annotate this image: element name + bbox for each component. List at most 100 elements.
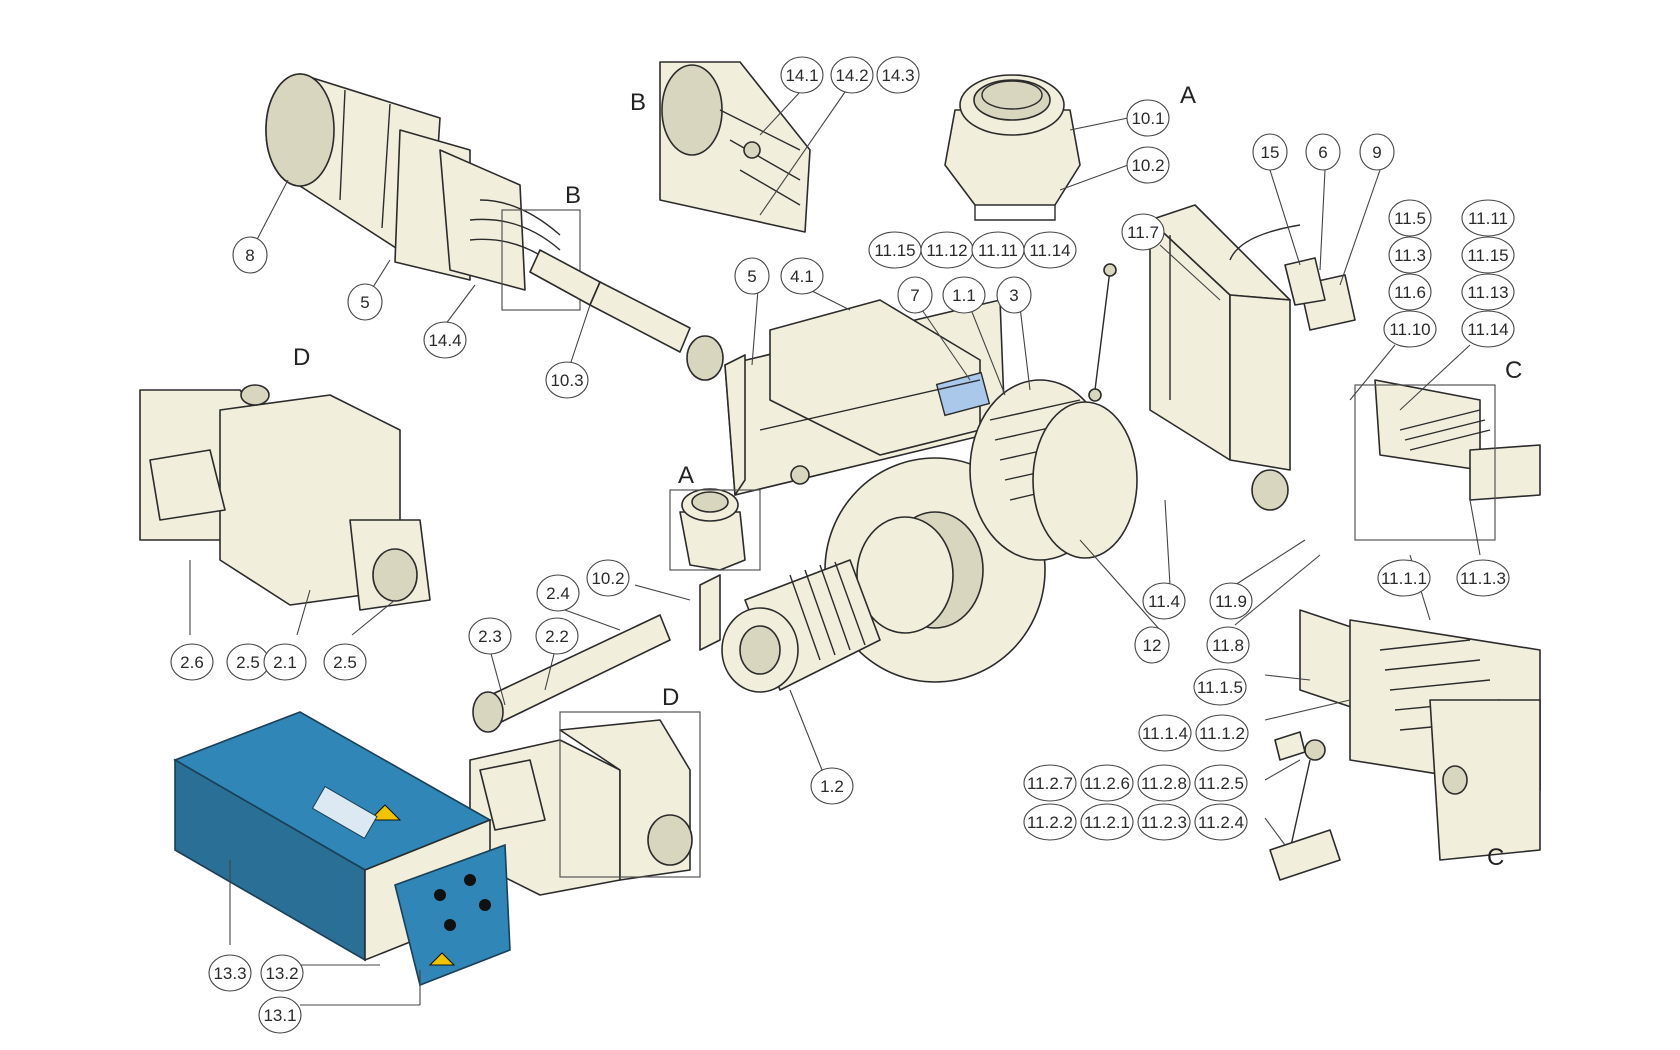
gas-pipe (472, 574, 721, 733)
callout-bubble (1023, 764, 1077, 802)
callout-bubble (208, 954, 252, 992)
callout-14-2: 14.2 (830, 56, 874, 94)
callout-label: 7 (910, 286, 919, 305)
callout-label: 10.2 (1131, 156, 1164, 175)
detail-box-b (501, 209, 581, 311)
callout-label: 1.1 (952, 286, 976, 305)
callout-label: 13.1 (263, 1006, 296, 1025)
callout-bubble (1121, 213, 1165, 251)
callout-11-6: 11.6 (1388, 273, 1432, 311)
callout-11-2-1: 11.2.1 (1080, 803, 1134, 841)
callout-label: 11.2.5 (1198, 774, 1244, 793)
view-letter-d-inset: D (293, 344, 310, 371)
leader-lines (189, 91, 1481, 1006)
callout-label: 2.4 (546, 584, 570, 603)
callout-bubble (423, 321, 467, 359)
callout-14-3: 14.3 (876, 56, 920, 94)
callout-2-5-b: 2.5 (323, 643, 367, 681)
callout-11-8: 11.8 (1206, 626, 1250, 664)
callout-8: 8 (232, 236, 268, 274)
view-letter-a-inset: A (1180, 82, 1196, 109)
inset-d-gas-valve (139, 384, 431, 611)
inset-c-top (1374, 379, 1541, 501)
callout-bubble (1377, 559, 1431, 597)
view-letter-c-main: C (1505, 357, 1522, 384)
callout-5-left: 5 (347, 283, 383, 321)
callout-label: 11.1.4 (1142, 724, 1188, 743)
callout-bubble (996, 276, 1032, 314)
callout-bubble (1080, 764, 1134, 802)
callout-bubble (1461, 236, 1515, 274)
callout-10-1: 10.1 (1126, 99, 1170, 137)
callout-label: 5 (360, 293, 369, 312)
callout-label: 11.11 (1468, 209, 1508, 228)
callout-bubble (1456, 559, 1510, 597)
blast-tube (265, 73, 561, 291)
callout-label: 11.8 (1212, 636, 1244, 655)
callout-bubble (810, 767, 854, 805)
linkage-rod (1269, 731, 1341, 881)
callout-bubble (347, 283, 383, 321)
callout-bubble (1126, 99, 1170, 137)
callout-label: 2.3 (478, 627, 502, 646)
callout-2-1: 2.1 (263, 643, 307, 681)
callout-9: 9 (1359, 133, 1395, 171)
callout-bubble (1388, 199, 1432, 237)
gas-lance (529, 249, 724, 381)
callout-label: 10.2 (591, 569, 624, 588)
callout-11-14-b: 11.14 (1461, 310, 1515, 348)
callout-label: 14.3 (881, 66, 914, 85)
callout-11-2-2: 11.2.2 (1023, 803, 1077, 841)
air-box (1149, 204, 1291, 511)
callout-10-3: 10.3 (545, 361, 589, 399)
callout-label: 3 (1009, 286, 1018, 305)
callout-label: 11.7 (1127, 223, 1159, 242)
callout-label: 1.2 (820, 777, 844, 796)
callout-11-5: 11.5 (1388, 199, 1432, 237)
callout-11-2-5: 11.2.5 (1194, 764, 1248, 802)
callout-bubble (1080, 803, 1134, 841)
callout-label: 11.2.8 (1141, 774, 1187, 793)
servo-motor (1229, 224, 1356, 331)
control-window (935, 371, 991, 417)
callout-bubble (780, 257, 824, 295)
callout-11-4: 11.4 (1142, 582, 1186, 620)
callout-bubble (1383, 310, 1437, 348)
callout-bubble (1359, 133, 1395, 171)
callout-bubble (586, 559, 630, 597)
callout-bubble (1137, 803, 1191, 841)
callout-label: 11.2.7 (1027, 774, 1073, 793)
callout-bubble (1305, 133, 1341, 171)
callout-11-13: 11.13 (1461, 273, 1515, 311)
callout-bubble (942, 276, 986, 314)
callout-label: 11.1.2 (1199, 724, 1245, 743)
callout-bubble (323, 643, 367, 681)
callout-bubble (258, 996, 302, 1034)
callout-label: 11.1.3 (1460, 569, 1506, 588)
callout-13-3: 13.3 (208, 954, 252, 992)
fan-housing (824, 379, 1138, 683)
callout-label: 2.5 (236, 653, 260, 672)
view-letter-b-main: B (565, 182, 581, 209)
callout-bubble (535, 617, 579, 655)
view-letter-d-main: D (662, 684, 679, 711)
callout-2-6: 2.6 (170, 643, 214, 681)
callout-bubble (1134, 626, 1170, 664)
callout-label: 11.15 (1467, 246, 1508, 265)
callout-12: 12 (1134, 626, 1170, 664)
callout-11-11-a: 11.11 (971, 231, 1025, 269)
callout-label: 11.14 (1029, 241, 1070, 260)
callout-11-10: 11.10 (1383, 310, 1437, 348)
view-letter-a-main: A (678, 462, 694, 489)
view-letter-b-inset: B (630, 89, 646, 116)
callout-11-2-6: 11.2.6 (1080, 764, 1134, 802)
callout-10-2-mid: 10.2 (586, 559, 630, 597)
callout-bubble (1023, 231, 1077, 269)
callout-7: 7 (897, 276, 933, 314)
callout-label: 11.9 (1215, 592, 1247, 611)
callout-label: 5 (747, 267, 756, 286)
callout-label: 11.12 (926, 241, 967, 260)
callout-bubble (1023, 803, 1077, 841)
